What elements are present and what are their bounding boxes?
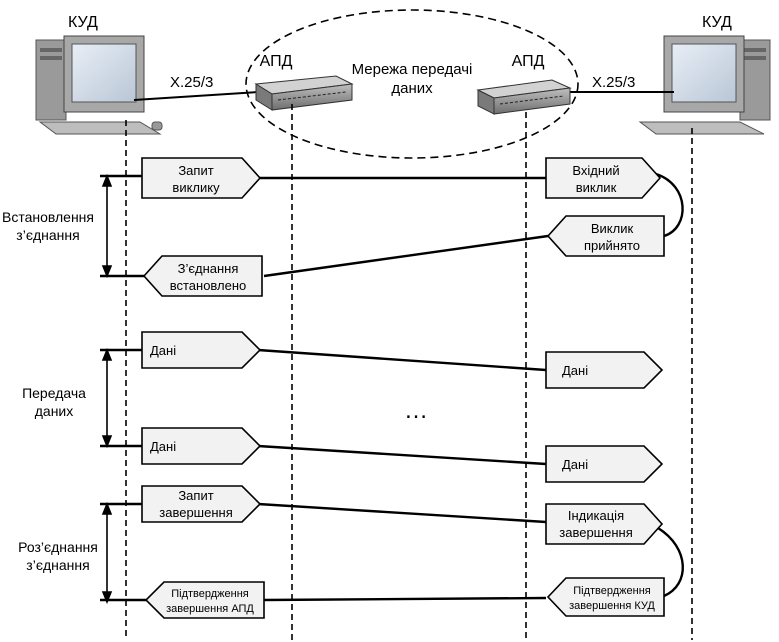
clear-confirm-right-line2: завершення КУД: [569, 600, 655, 612]
clear-indication-line2: завершення: [559, 525, 632, 540]
phase-transfer-line2: даних: [35, 403, 74, 419]
clear-request-line2: завершення: [159, 505, 232, 520]
clear-confirm-left-line1: Підтвердження: [171, 588, 249, 600]
call-accepted-line1: Виклик: [591, 221, 634, 236]
right-terminal-label: КУД: [702, 14, 732, 31]
left-terminal-label: КУД: [68, 14, 98, 31]
incoming-call-line1: Вхідний: [572, 163, 619, 178]
ellipsis: …: [404, 397, 428, 424]
phase-release-line1: Роз’єднання: [18, 539, 98, 555]
incoming-call-box: [545, 157, 662, 199]
network-cloud: [245, 9, 579, 159]
data2-left-label: Дані: [150, 439, 176, 454]
left-computer-icon: [35, 35, 163, 135]
clear-confirm-right-box: [546, 577, 665, 617]
right-apd-switch-icon: [476, 79, 572, 115]
left-link-label: X.25/3: [170, 74, 213, 91]
message-lines: [100, 172, 684, 602]
right-link-label: X.25/3: [592, 74, 635, 91]
clear-indication-box: [545, 503, 664, 545]
clear-confirm-left-line2: завершення АПД: [166, 603, 254, 615]
clear-request-line1: Запит: [178, 488, 213, 503]
data2-right-label: Дані: [562, 457, 588, 472]
network-label-line2: даних: [391, 80, 433, 97]
incoming-call-line2: виклик: [576, 180, 617, 195]
left-apd-label: АПД: [260, 53, 293, 70]
phase-setup-line1: Встановлення: [2, 209, 94, 225]
connection-established-box: [142, 255, 263, 297]
phase-setup-line2: з’єднання: [16, 227, 79, 243]
call-request-box: [141, 157, 262, 199]
lifelines: [125, 104, 693, 640]
data1-right-label: Дані: [562, 363, 588, 378]
left-apd-switch-icon: [254, 75, 354, 111]
clear-confirm-right-line1: Підтвердження: [573, 585, 651, 597]
right-computer-icon: [638, 35, 771, 135]
clear-confirm-left-box: [144, 581, 265, 619]
data1-right-box: [545, 351, 664, 389]
data1-left-box: [141, 331, 262, 369]
connection-established-line1: З’єднання: [178, 261, 239, 276]
data2-left-box: [141, 427, 262, 465]
call-request-line2: виклику: [172, 180, 220, 195]
phase-release-line2: з’єднання: [26, 557, 89, 573]
call-accepted-box: [546, 215, 665, 257]
data1-left-label: Дані: [150, 343, 176, 358]
data2-right-box: [545, 445, 664, 483]
connection-established-line2: встановлено: [170, 278, 247, 293]
right-apd-label: АПД: [512, 53, 545, 70]
call-accepted-line2: прийнято: [584, 238, 640, 253]
clear-indication-line1: Індикація: [568, 508, 624, 523]
phase-transfer-line1: Передача: [22, 385, 86, 401]
call-request-line1: Запит: [178, 163, 213, 178]
phase-brackets: [101, 173, 113, 605]
network-label-line1: Мережа передачі: [352, 61, 473, 78]
clear-request-box: [141, 485, 262, 523]
